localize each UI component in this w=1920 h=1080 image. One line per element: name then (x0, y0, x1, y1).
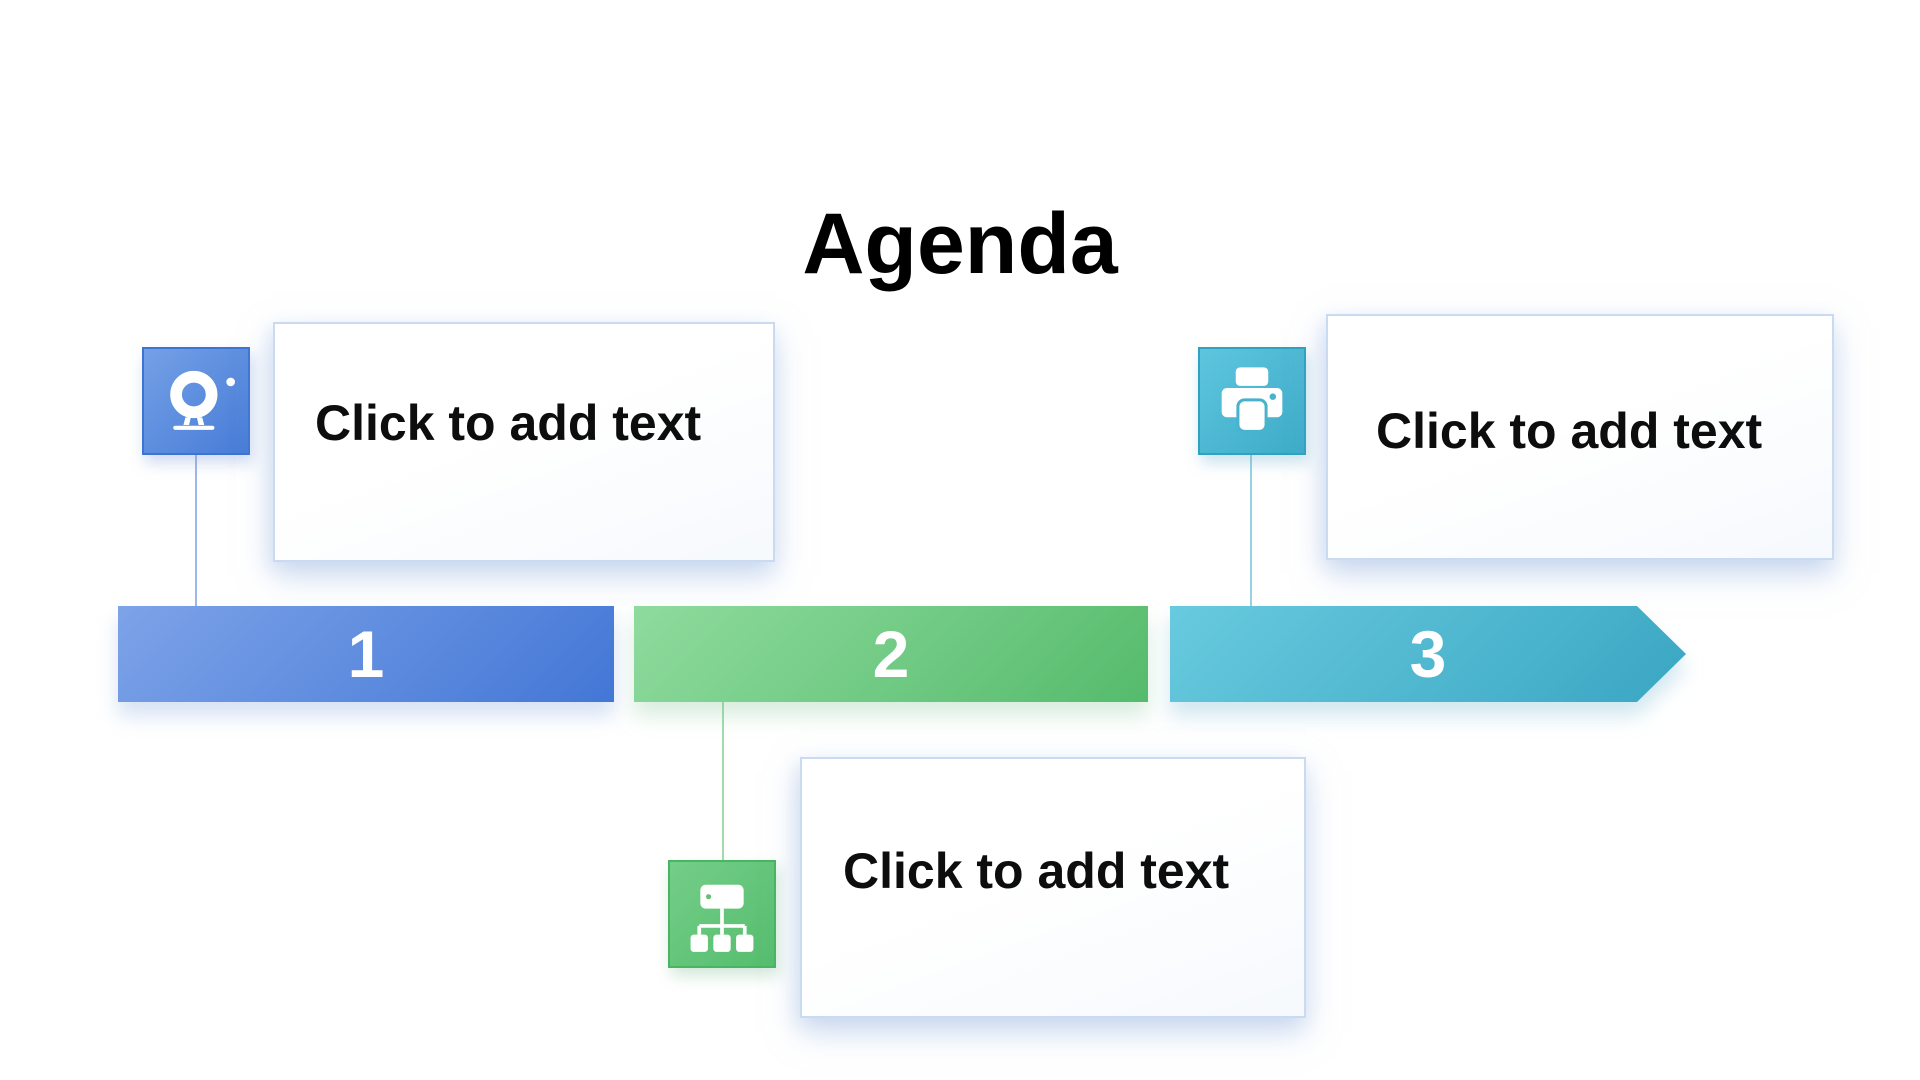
connector-line-step2 (722, 701, 724, 861)
step3-text-placeholder-card[interactable]: Click to add text (1326, 314, 1834, 560)
step1-number: 1 (347, 617, 385, 691)
step1-text-placeholder-card[interactable]: Click to add text (273, 322, 775, 562)
sitemap-icon (670, 862, 774, 966)
step1-placeholder-text: Click to add text (315, 395, 702, 451)
step2-number: 2 (872, 617, 910, 691)
step2-icon-tile[interactable] (668, 860, 776, 968)
step2-bar-wrap: 2 (634, 606, 1148, 702)
step3-icon-tile[interactable] (1198, 347, 1306, 455)
step1-icon-tile[interactable] (142, 347, 250, 455)
step2-bar[interactable]: 2 (634, 606, 1148, 702)
step1-bar-wrap: 1 (118, 606, 614, 702)
step3-placeholder-text: Click to add text (1376, 403, 1763, 459)
step2-text-placeholder-card[interactable]: Click to add text (800, 757, 1306, 1018)
step3-number: 3 (1409, 617, 1447, 691)
step3-bar-wrap: 3 (1170, 606, 1686, 702)
slide-title: Agenda (802, 196, 1118, 292)
printer-icon (1200, 349, 1304, 453)
step1-bar[interactable]: 1 (118, 606, 614, 702)
step2-placeholder-text: Click to add text (843, 843, 1230, 899)
webcam-icon (144, 349, 248, 453)
step3-arrow-bar[interactable]: 3 (1170, 606, 1686, 702)
connector-line-step3 (1250, 455, 1252, 607)
connector-line-step1 (195, 455, 197, 607)
